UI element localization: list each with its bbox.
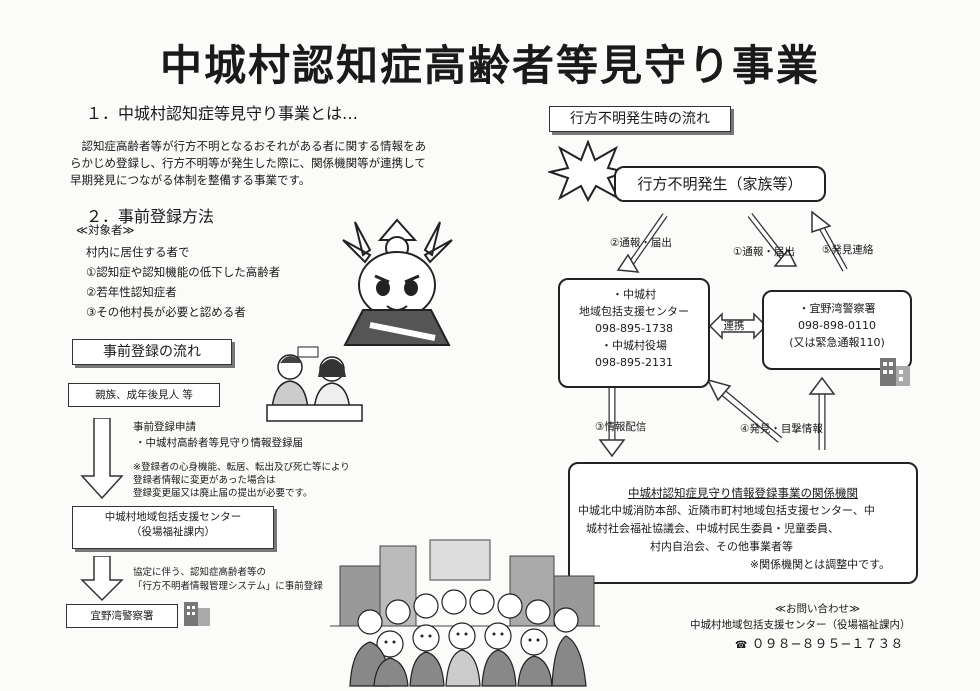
contact-line: 地域包括支援センター bbox=[579, 305, 689, 318]
description-line: 早期発見につながる体制を整備する事業です。 bbox=[70, 173, 311, 187]
info-distribution-label: ③情報配信 bbox=[595, 421, 647, 433]
support-center-box: 中城村地域包括支援センター （役場福祉課内） bbox=[72, 506, 274, 549]
description-line: らかじめ登録し、行方不明等が発生した際に、関係機関等が連携して bbox=[70, 156, 426, 170]
registration-notes: ※登録者の心身機能、転居、転出及び死亡等により 登録者情報に変更があった場合は … bbox=[133, 461, 350, 500]
contact-phone-row: ☎ ０９８−８９５−１７３８ bbox=[735, 633, 903, 652]
contact-line: 098-895-2131 bbox=[595, 356, 673, 369]
contact-phone: ０９８−８９５−１７３８ bbox=[751, 637, 904, 652]
target-item: ②若年性認知症者 bbox=[86, 285, 177, 299]
agency-line: 村内自治会、その他事業者等 bbox=[650, 540, 793, 553]
down-arrow-icon bbox=[80, 418, 124, 500]
contact-line: ・宜野湾警察署 bbox=[798, 302, 876, 315]
found-contact-label: ⑤発見連絡 bbox=[822, 244, 874, 256]
contact-label: ≪お問い合わせ≫ bbox=[775, 603, 860, 615]
application-title: 事前登録申請 bbox=[133, 421, 196, 433]
burst-icon bbox=[548, 140, 628, 202]
contact-organization: 中城村地域包括支援センター（役場福祉課内） bbox=[690, 619, 911, 631]
target-intro: 村内に居住する者で bbox=[86, 245, 190, 259]
missing-flow-label: 行方不明発生時の流れ bbox=[549, 106, 731, 132]
support-center-name: 中城村地域包括支援センター bbox=[104, 511, 242, 523]
application-form-item: ・中城村高齢者等見守り情報登録届 bbox=[135, 437, 303, 449]
agency-line: 城村社会福祉協議会、中城村民生委員・児童委員、 bbox=[586, 522, 839, 535]
agreement-line: 協定に伴う、認知症高齢者等の bbox=[133, 567, 267, 578]
report-right-label: ①通報・届出 bbox=[733, 246, 795, 258]
agency-line: 中城北中城消防本部、近隣市町村地域包括支援センター、中 bbox=[578, 504, 875, 517]
section1-description: 認知症高齢者等が行方不明となるおそれがある者に関する情報をあ らかじめ登録し、行… bbox=[70, 138, 470, 189]
police-contact-box: ・宜野湾警察署 098-898-0110 (又は緊急通報110) bbox=[762, 290, 912, 370]
phone-icon: ☎ bbox=[735, 640, 748, 651]
description-line: 認知症高齢者等が行方不明となるおそれがある者に関する情報をあ bbox=[70, 139, 427, 153]
section1-heading: １．中城村認知症等見守り事業とは… bbox=[86, 104, 359, 123]
contact-line: ・中城村 bbox=[612, 288, 656, 301]
page-title: 中城村認知症高齢者等見守り事業 bbox=[159, 41, 820, 90]
note-line: ※登録者の心身機能、転居、転出及び死亡等により bbox=[133, 462, 350, 473]
agencies-note: ※関係機関とは調整中です。 bbox=[749, 558, 890, 571]
contact-line: ・中城村役場 bbox=[601, 339, 667, 352]
target-list: 村内に居住する者で ①認知症や認知機能の低下した高齢者 ②若年性認知症者 ③その… bbox=[86, 242, 280, 322]
village-contact-box: ・中城村 地域包括支援センター 098-895-1738 ・中城村役場 098-… bbox=[558, 278, 710, 388]
agreement-line: 「行方不明者情報管理システム」に事前登録 bbox=[133, 581, 323, 592]
report-left-label: ②通報・届出 bbox=[610, 237, 672, 249]
contact-line: 098-898-0110 bbox=[798, 319, 876, 332]
police-box: 宜野湾警察署 bbox=[66, 604, 178, 628]
down-arrow-icon bbox=[80, 556, 124, 602]
building-icon bbox=[184, 602, 210, 626]
sighting-info-label: ④発見・目撃情報 bbox=[740, 423, 823, 435]
agencies-title: 中城村認知症見守り情報登録事業の関係機関 bbox=[628, 486, 858, 500]
applicant-box: 親族、成年後見人 等 bbox=[68, 383, 220, 407]
target-item: ①認知症や認知機能の低下した高齢者 bbox=[86, 265, 281, 279]
target-label: ≪対象者≫ bbox=[76, 223, 135, 237]
consultation-illustration bbox=[266, 346, 363, 422]
registration-flow-label: 事前登録の流れ bbox=[72, 339, 232, 365]
link-label: 連携 bbox=[723, 320, 745, 332]
contact-line: (又は緊急通報110) bbox=[789, 336, 885, 349]
note-line: 登録者情報に変更があった場合は bbox=[133, 475, 276, 486]
support-center-location: （役場福祉課内） bbox=[131, 526, 215, 538]
target-item: ③その他村長が必要と認める者 bbox=[86, 305, 246, 319]
building-icon bbox=[880, 358, 910, 386]
contact-line: 098-895-1738 bbox=[595, 322, 673, 335]
community-illustration bbox=[330, 539, 600, 687]
flow-arrows bbox=[598, 210, 848, 458]
section2-heading: ２．事前登録方法 bbox=[86, 207, 215, 226]
agencies-list: 中城北中城消防本部、近隣市町村地域包括支援センター、中 城村社会福祉協議会、中城… bbox=[570, 502, 916, 556]
mascot-illustration bbox=[342, 218, 453, 346]
agreement-text: 協定に伴う、認知症高齢者等の 「行方不明者情報管理システム」に事前登録 bbox=[133, 566, 323, 594]
agencies-box: 中城村認知症見守り情報登録事業の関係機関 中城北中城消防本部、近隣市町村地域包括… bbox=[568, 462, 918, 584]
note-line: 登録変更届又は廃止届の提出が必要です。 bbox=[133, 488, 313, 499]
missing-occurrence-box: 行方不明発生（家族等） bbox=[614, 166, 826, 202]
